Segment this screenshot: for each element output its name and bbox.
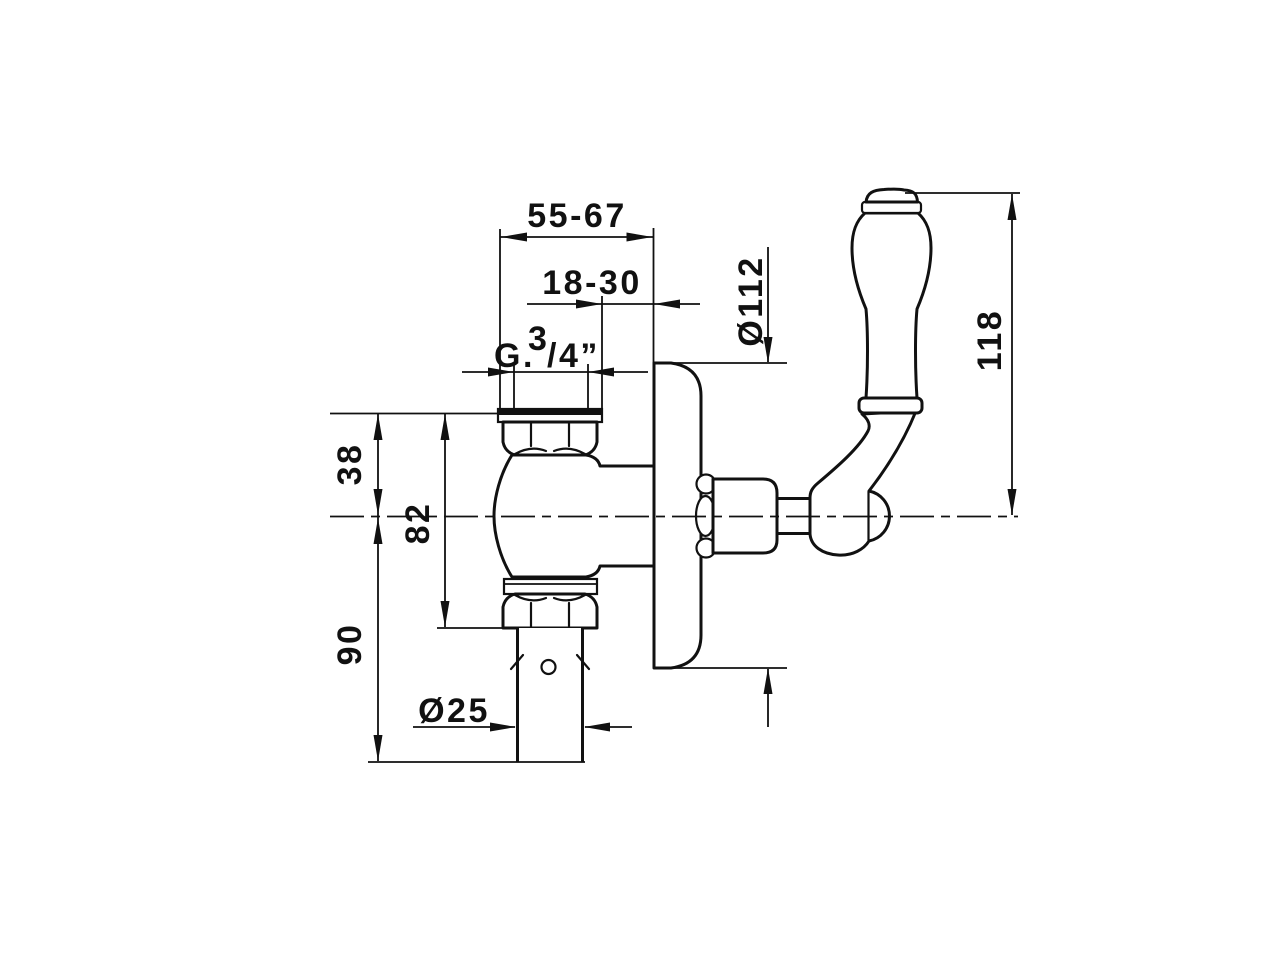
dim-label-wall-depth: 55-67: [527, 197, 626, 235]
dim-pipe-arrow-right: [584, 722, 610, 732]
dimension-lines: [373, 194, 1017, 761]
dim-handle-arrow-top: [1007, 194, 1017, 220]
dim-38-arrow-bottom: [373, 489, 383, 515]
dim-label-pipe-diameter: Ø25: [418, 692, 490, 730]
dimension-labels: 55-67 18-30 G. 3 /4” Ø112 118 38 82 90 Ø…: [331, 197, 1009, 730]
inlet-hex-nut: [501, 420, 599, 457]
inlet-hex-chamfer: [513, 447, 587, 456]
lever-arm: [808, 409, 918, 557]
dim-82-arrow-top: [440, 414, 450, 440]
dim-5567-arrow-right: [626, 232, 653, 242]
dim-1830-arrow-right: [654, 299, 680, 309]
dim-90-arrow-top: [373, 518, 383, 544]
dim-label-thread-prefix: G.: [494, 337, 535, 375]
valve-assembly: [492, 187, 933, 763]
wall-flange: [652, 361, 703, 670]
cut-mark-left: [509, 653, 525, 671]
dim-handle-arrow-bottom: [1007, 489, 1017, 515]
dim-38-arrow-top: [373, 414, 383, 440]
dim-5567-arrow-left: [501, 232, 527, 242]
handle-grip: [850, 211, 933, 400]
dim-label-outlet-drop: 90: [331, 623, 369, 666]
dim-label-handle-height: 118: [971, 309, 1009, 371]
dim-flange-arrow-bottom: [763, 668, 773, 694]
dim-label-flange-diameter: Ø112: [732, 255, 770, 346]
dim-90-arrow-bottom: [373, 735, 383, 761]
dim-label-inlet-offset: 38: [331, 443, 369, 486]
outlet-pipe-fill: [517, 628, 583, 760]
outlet-hex-chamfer: [513, 593, 587, 602]
dim-label-thread-rest: /4”: [547, 337, 600, 375]
dim-label-body-height: 82: [399, 502, 437, 545]
handle-cap-band: [860, 200, 923, 215]
pipe-hole: [540, 658, 557, 676]
handle-cap-dome: [864, 187, 919, 204]
dim-thread-arrow-left: [488, 367, 514, 377]
dim-pipe-arrow-left: [490, 722, 516, 732]
dim-label-thread-sup: 3: [528, 320, 549, 358]
outlet-washer: [502, 577, 599, 596]
dim-82-arrow-bottom: [440, 601, 450, 627]
dim-thread-arrow-right: [588, 367, 614, 377]
dim-1830-arrow-left: [576, 299, 602, 309]
outlet-hex-nut: [501, 592, 599, 630]
dim-flange-arrow-top: [763, 337, 773, 363]
dim-label-finished-wall: 18-30: [542, 264, 641, 302]
inlet-washer-band: [498, 409, 602, 415]
handle-collar: [857, 396, 924, 415]
cut-mark-right: [575, 653, 591, 671]
